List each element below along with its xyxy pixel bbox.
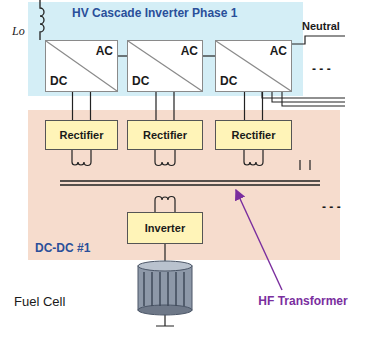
continuation-dots: - - - xyxy=(312,62,331,76)
wire-connector xyxy=(118,55,127,56)
dcdc-region-fill xyxy=(28,110,340,260)
dc-label: DC xyxy=(132,74,149,88)
dc-ac-converter: DC AC xyxy=(215,40,292,92)
dc-label: DC xyxy=(220,74,237,88)
fuel-cell-label: Fuel Cell xyxy=(14,294,65,309)
region-title: DC-DC #1 xyxy=(35,241,90,255)
box-label: Rectifier xyxy=(231,129,275,141)
ac-label: AC xyxy=(181,44,198,58)
wire-connector xyxy=(203,55,215,56)
transformer-core xyxy=(60,181,320,185)
rectifier-box: Rectifier xyxy=(127,120,203,150)
rectifier-box: Rectifier xyxy=(45,120,118,150)
ac-label: AC xyxy=(96,44,113,58)
rectifier-box: Rectifier xyxy=(215,120,292,150)
leader-arrow xyxy=(236,190,282,290)
box-label: Rectifier xyxy=(143,129,187,141)
inductor-label: Lo xyxy=(12,24,25,39)
secondary-windings xyxy=(72,150,310,170)
wire-connector xyxy=(245,92,263,120)
dc-label: DC xyxy=(50,74,67,88)
ground-symbol xyxy=(156,314,174,326)
inverter-box: Inverter xyxy=(127,212,203,244)
fuel-cell-illustration xyxy=(138,261,192,315)
neutral-wire xyxy=(292,36,345,44)
inverter-region-fill xyxy=(28,2,303,96)
primary-winding xyxy=(155,197,175,213)
phase-wires xyxy=(262,92,345,106)
fuel-cell-wire xyxy=(164,244,165,262)
neutral-label: Neutral xyxy=(302,20,340,32)
box-label: Inverter xyxy=(145,222,185,234)
wire-connector xyxy=(73,92,91,120)
dcdc-region: DC-DC #1 Rectifier Rectifier RectifierInver… xyxy=(28,110,340,260)
dc-ac-converter: DC AC xyxy=(45,40,118,92)
continuation-dots: - - - xyxy=(322,200,341,214)
region-title: HV Cascade Inverter Phase 1 xyxy=(72,6,237,20)
wire-connector xyxy=(156,92,174,120)
inductor-symbol xyxy=(40,0,44,40)
dc-ac-converter: DC AC xyxy=(127,40,203,92)
box-label: Rectifier xyxy=(59,129,103,141)
hf-transformer-label: HF Transformer xyxy=(258,294,348,308)
inverter-region: HV Cascade Inverter Phase 1 DC AC DC AC DC AC xyxy=(28,2,303,96)
ac-label: AC xyxy=(270,44,287,58)
